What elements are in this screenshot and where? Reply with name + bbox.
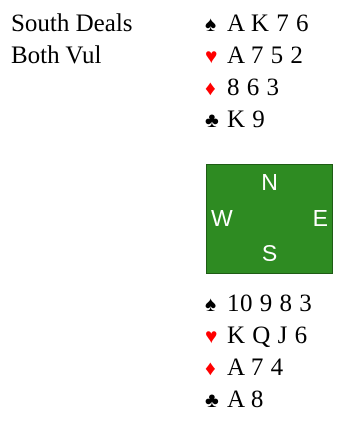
heart-icon: ♥: [205, 44, 218, 68]
south-hearts-cards: K Q J 6: [227, 322, 308, 349]
deal-info: South Deals Both Vul: [11, 8, 133, 72]
compass-table: N W E S: [206, 164, 333, 274]
club-icon: ♣: [205, 388, 219, 412]
diamond-icon: ♦: [205, 356, 216, 380]
north-hearts-cards: A 7 5 2: [227, 42, 304, 69]
club-icon: ♣: [205, 108, 219, 132]
north-spades-cards: A K 7 6: [227, 10, 309, 37]
south-diamonds-cards: A 7 4: [227, 354, 284, 381]
dealer-label: South Deals: [11, 10, 133, 37]
compass-east-label: E: [312, 205, 328, 231]
north-hand: ♠ A K 7 6 ♥ A 7 5 2 ♦ 8 6 3 ♣ K 9: [205, 8, 309, 136]
compass-north-label: N: [261, 169, 278, 195]
north-clubs-row: ♣ K 9: [205, 104, 309, 136]
compass-west-label: W: [211, 205, 233, 231]
heart-icon: ♥: [205, 324, 218, 348]
vulnerability-label: Both Vul: [11, 42, 102, 69]
north-spades-row: ♠ A K 7 6: [205, 8, 309, 40]
north-diamonds-row: ♦ 8 6 3: [205, 72, 309, 104]
diamond-icon: ♦: [205, 76, 216, 100]
north-hearts-row: ♥ A 7 5 2: [205, 40, 309, 72]
south-hearts-row: ♥ K Q J 6: [205, 320, 312, 352]
compass-south-label: S: [261, 240, 278, 266]
spade-icon: ♠: [205, 12, 217, 36]
north-clubs-cards: K 9: [227, 106, 266, 133]
south-spades-row: ♠ 10 9 8 3: [205, 288, 312, 320]
south-spades-cards: 10 9 8 3: [227, 290, 313, 317]
south-hand: ♠ 10 9 8 3 ♥ K Q J 6 ♦ A 7 4 ♣ A 8: [205, 288, 312, 416]
spade-icon: ♠: [205, 292, 217, 316]
south-clubs-cards: A 8: [227, 386, 264, 413]
north-diamonds-cards: 8 6 3: [227, 74, 280, 101]
south-diamonds-row: ♦ A 7 4: [205, 352, 312, 384]
south-clubs-row: ♣ A 8: [205, 384, 312, 416]
